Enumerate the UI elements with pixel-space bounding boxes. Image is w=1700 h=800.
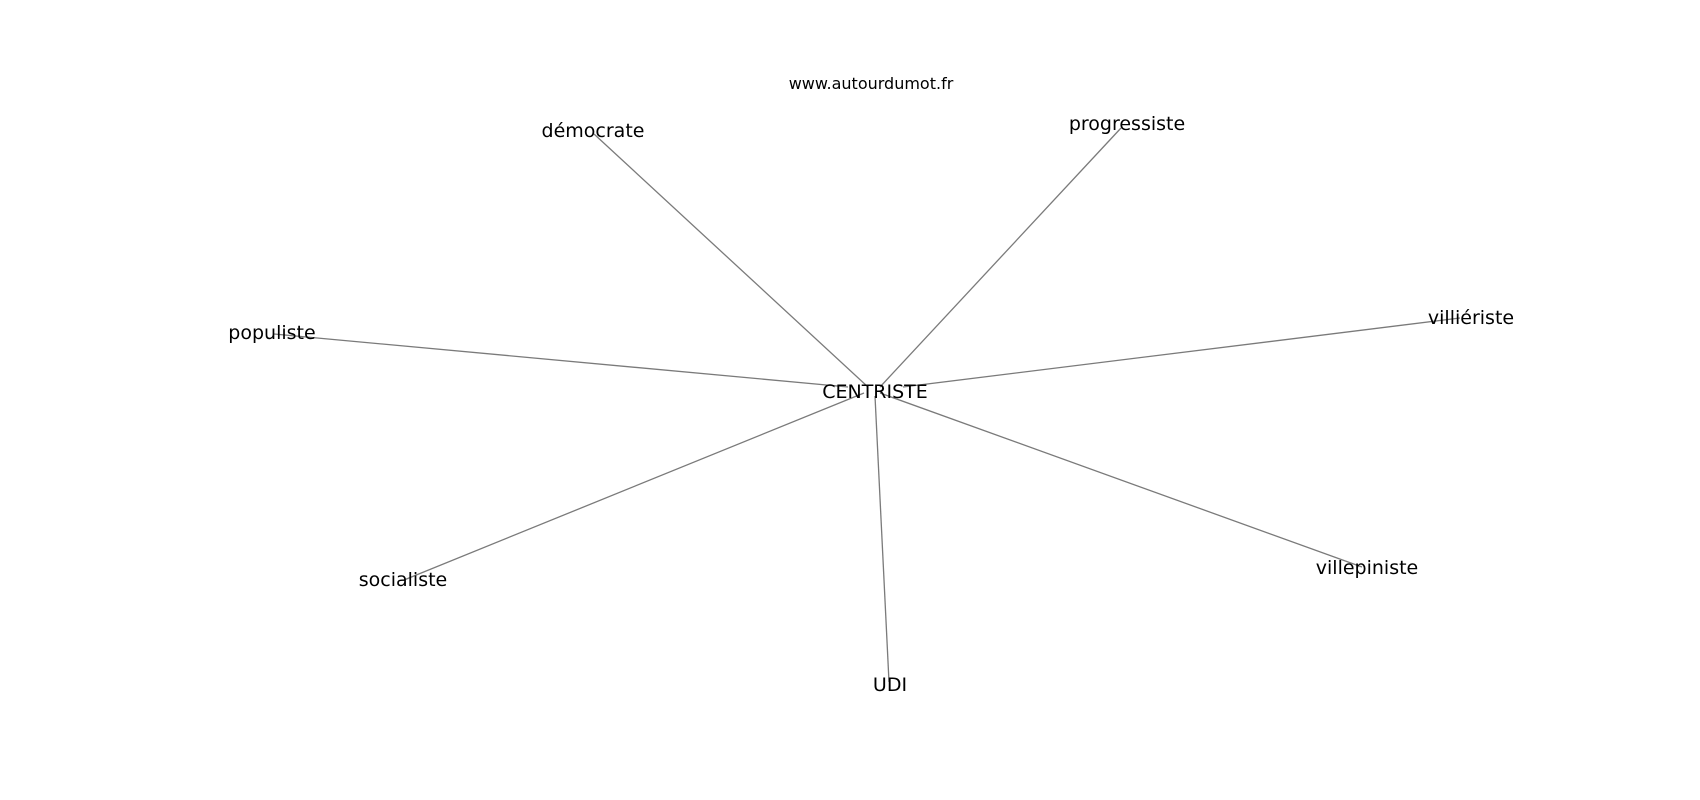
edge-populiste <box>273 333 849 388</box>
node-label-progressiste: progressiste <box>1069 113 1185 135</box>
edge-democrate <box>593 133 869 388</box>
node-label-democrate: démocrate <box>542 120 645 142</box>
node-label-villepiniste: villepiniste <box>1316 557 1418 579</box>
edge-progressiste <box>879 127 1122 388</box>
node-label-populiste: populiste <box>228 322 315 344</box>
node-label-villieriste: villiériste <box>1428 307 1514 329</box>
edge-udi <box>874 395 890 683</box>
edge-socialiste <box>403 392 865 581</box>
edge-villieriste <box>902 317 1461 388</box>
node-label-udi: UDI <box>873 674 907 696</box>
edge-villepiniste <box>879 392 1363 568</box>
source-url: www.autourdumot.fr <box>789 74 954 93</box>
edges <box>273 127 1461 683</box>
center-node-label: CENTRISTE <box>822 381 928 403</box>
node-label-socialiste: socialiste <box>359 569 448 591</box>
